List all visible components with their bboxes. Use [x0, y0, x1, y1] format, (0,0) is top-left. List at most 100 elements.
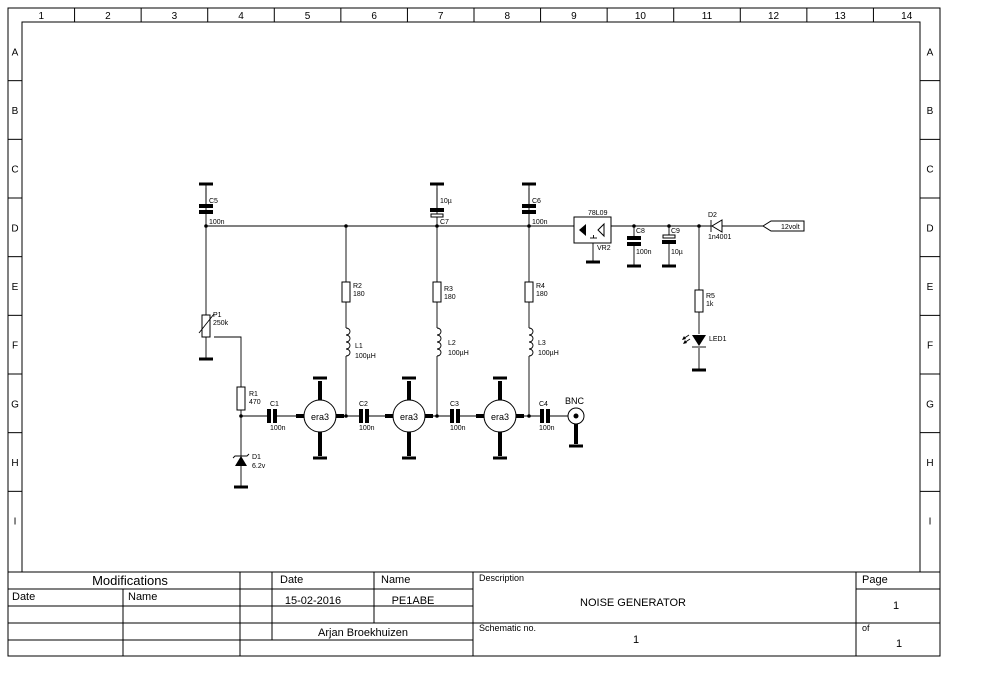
inductor-l2: L2 100µH — [436, 327, 469, 357]
resistor-r1: R1 470 — [236, 386, 261, 411]
c5-value: 100n — [209, 219, 225, 226]
amp3-label: era3 — [491, 412, 509, 422]
inductor-l1: L1 100µH — [345, 327, 376, 360]
amplifier-era3-3: era3 — [476, 376, 524, 460]
row-label-left-F: F — [12, 341, 18, 352]
of-label: of — [862, 623, 870, 633]
capacitor-c6: C6 100n — [522, 182, 548, 226]
date-header: Date — [280, 574, 303, 586]
row-label-left-G: G — [11, 399, 19, 410]
c1-value: 100n — [270, 425, 286, 432]
c4-ref: C4 — [539, 401, 548, 408]
l2-ref: L2 — [448, 340, 456, 347]
c8-ref: C8 — [636, 228, 645, 235]
column-label-11: 11 — [702, 11, 713, 22]
r3-ref: R3 — [444, 286, 453, 293]
regulator-vr2: 78L09 VR2 — [573, 210, 612, 264]
row-label-right-C: C — [926, 165, 933, 176]
column-label-13: 13 — [835, 11, 847, 22]
name-value: PE1ABE — [392, 595, 435, 607]
l2-value: 100µH — [448, 350, 469, 357]
resistor-r2: R2 180 — [341, 281, 365, 303]
l1-value: 100µH — [355, 353, 376, 360]
schematic-no-value: 1 — [633, 634, 639, 646]
c3-ref: C3 — [450, 401, 459, 408]
vr2-value: 78L09 — [588, 210, 608, 217]
p1-value: 250k — [213, 320, 229, 327]
column-label-9: 9 — [571, 11, 577, 22]
c1-ref: C1 — [270, 401, 279, 408]
led1-ref: LED1 — [709, 336, 727, 343]
row-label-right-I: I — [929, 517, 932, 528]
l3-ref: L3 — [538, 340, 546, 347]
page-value: 1 — [893, 600, 899, 612]
capacitor-c7: 10µ C7 — [430, 182, 452, 226]
c7-value: 10µ — [440, 198, 452, 205]
resistor-r5: R5 1k — [694, 289, 715, 313]
d1-ref: D1 — [252, 454, 261, 461]
drawing-frame — [7, 7, 941, 657]
column-label-14: 14 — [901, 11, 913, 22]
amplifier-era3-2: era3 — [385, 376, 433, 460]
power-label: 12volt — [781, 224, 800, 231]
d2-ref: D2 — [708, 212, 717, 219]
r2-ref: R2 — [353, 283, 362, 290]
r3-value: 180 — [444, 294, 456, 301]
d1-value: 6.2v — [252, 463, 266, 470]
mod-name-header: Name — [128, 591, 157, 603]
page-label: Page — [862, 574, 888, 586]
r2-value: 180 — [353, 291, 365, 298]
column-label-4: 4 — [238, 11, 244, 22]
capacitor-c8: C8 100n — [627, 228, 652, 268]
row-label-left-H: H — [11, 458, 18, 469]
r5-ref: R5 — [706, 293, 715, 300]
author-name: Arjan Broekhuizen — [318, 627, 408, 639]
d2-value: 1n4001 — [708, 234, 731, 241]
c6-ref: C6 — [532, 198, 541, 205]
column-label-8: 8 — [505, 11, 511, 22]
column-label-6: 6 — [371, 11, 377, 22]
r1-ref: R1 — [249, 391, 258, 398]
amplifier-era3-1: era3 — [296, 376, 344, 460]
schematic-wires — [205, 188, 763, 487]
amp2-label: era3 — [400, 412, 418, 422]
column-label-5: 5 — [305, 11, 311, 22]
capacitor-c9: C9 10µ — [662, 228, 683, 268]
row-label-left-E: E — [12, 282, 19, 293]
column-label-7: 7 — [438, 11, 444, 22]
row-label-right-B: B — [927, 106, 934, 117]
row-label-left-D: D — [11, 223, 18, 234]
inductor-l3: L3 100µH — [528, 327, 559, 357]
c9-value: 10µ — [671, 249, 683, 256]
row-label-left-I: I — [14, 517, 17, 528]
capacitor-c2: C2 100n — [359, 401, 375, 432]
diode-d2: D2 1n4001 — [708, 212, 731, 241]
c9-ref: C9 — [671, 228, 680, 235]
capacitor-c5: C5 100n — [199, 182, 225, 226]
row-label-left-C: C — [11, 165, 18, 176]
r1-value: 470 — [249, 399, 261, 406]
p1-ref: P1 — [213, 312, 222, 319]
capacitor-c4: C4 100n — [539, 401, 555, 432]
r5-value: 1k — [706, 301, 714, 308]
row-label-left-B: B — [12, 106, 19, 117]
c2-ref: C2 — [359, 401, 368, 408]
column-label-3: 3 — [172, 11, 178, 22]
amp1-label: era3 — [311, 412, 329, 422]
c4-value: 100n — [539, 425, 555, 432]
power-input-port: 12volt — [762, 220, 805, 232]
zener-diode-d1: D1 6.2v — [232, 453, 266, 489]
capacitor-c1: C1 100n — [267, 401, 286, 432]
row-label-right-A: A — [927, 47, 934, 58]
row-label-right-H: H — [926, 458, 933, 469]
column-label-2: 2 — [105, 11, 111, 22]
column-label-10: 10 — [635, 11, 647, 22]
mod-date-header: Date — [12, 591, 35, 603]
modifications-heading: Modifications — [92, 573, 168, 588]
capacitor-c3: C3 100n — [450, 401, 466, 432]
row-label-right-F: F — [927, 341, 933, 352]
c5-ref: C5 — [209, 198, 218, 205]
column-label-1: 1 — [39, 11, 45, 22]
c8-value: 100n — [636, 249, 652, 256]
